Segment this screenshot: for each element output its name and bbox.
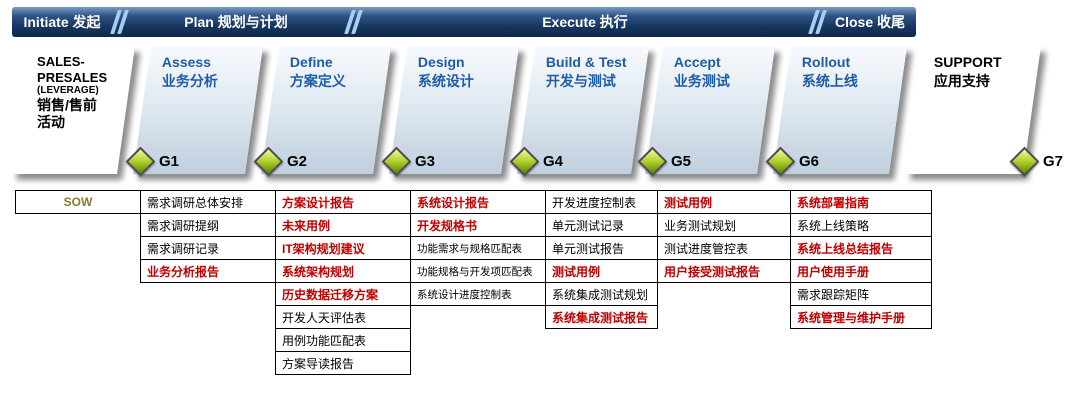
deliverable-cell: 历史数据迁移方案 [275,282,411,306]
phase-content: Assess 业务分析 [148,46,260,90]
phase-title-en: Accept [673,54,721,70]
phase-title-zh: 业务分析 [161,72,218,89]
stage-separator-icon [343,7,363,37]
deliverable-cell: 系统设计进度控制表 [410,282,546,306]
gate-diamond-icon [253,146,284,177]
deliverable-cell: 系统架构规划 [275,259,411,283]
gate-label: G2 [287,153,308,170]
stage-segment-3: Close 收尾 [834,14,905,30]
phase-title-zh: 方案定义 [289,72,346,89]
gate-g1: G1 [125,146,180,177]
gate-g7: G7 [1009,146,1064,177]
deliverable-cell: IT架构规划建议 [275,236,411,260]
deliverables-column-rollout: 系统部署指南系统上线策略系统上线总结报告用户使用手册需求跟踪矩阵系统管理与维护手… [790,190,932,329]
stage-bar: Initiate 发起 Plan 规划与计划 Execute 执行 Close 收尾 [12,7,916,37]
deliverable-cell: 系统管理与维护手册 [790,305,932,329]
deliverable-cell: 系统上线策略 [790,213,932,237]
gate-g6: G6 [765,146,820,177]
deliverable-cell: 系统集成测试报告 [545,305,658,329]
gate-label: G3 [415,153,436,170]
deliverable-cell: 功能规格与开发项匹配表 [410,259,546,283]
gate-diamond-icon [765,146,796,177]
deliverable-cell: 单元测试记录 [545,213,658,237]
deliverable-cell: 单元测试报告 [545,236,658,260]
deliverable-cell: 系统部署指南 [790,190,932,214]
phase-title-line: 活动 [37,113,66,130]
stage-segment-1: Plan 规划与计划 [184,14,288,30]
gate-label: G4 [543,153,564,170]
phase-sales-presales: SALES-PRESALES(LEVERAGE)销售/售前活动 [11,46,135,174]
phase-content: Define 方案定义 [276,46,388,90]
phase-title-zh: 业务测试 [673,72,730,89]
deliverable-cell: 方案设计报告 [275,190,411,214]
deliverables-column-sales-presales: SOW [15,190,141,214]
deliverable-cell: 需求跟踪矩阵 [790,282,932,306]
deliverable-cell: 功能需求与规格匹配表 [410,236,546,260]
deliverables-column-design: 系统设计报告开发规格书功能需求与规格匹配表功能规格与开发项匹配表系统设计进度控制… [410,190,546,306]
deliverable-cell: 未来用例 [275,213,411,237]
gate-g3: G3 [381,146,436,177]
gate-label: G6 [799,153,820,170]
gate-g5: G5 [637,146,692,177]
gate-label: G5 [671,153,692,170]
phase-content: SALES-PRESALES(LEVERAGE)销售/售前活动 [23,46,129,131]
phase-title-line: PRESALES [37,69,108,85]
deliverable-cell: 系统上线总结报告 [790,236,932,260]
phase-title-en: Build & Test [545,54,627,70]
stage-segment-0: Initiate 发起 [23,14,101,30]
deliverable-cell: 系统设计报告 [410,190,546,214]
phase-title-en: Design [417,54,465,70]
deliverable-cell: 开发规格书 [410,213,546,237]
deliverable-cell: 方案导读报告 [275,351,411,375]
deliverables-column-accept: 测试用例业务测试规划测试进度管控表用户接受测试报告 [657,190,791,283]
deliverable-cell: 开发进度控制表 [545,190,658,214]
phase-content: Rollout 系统上线 [788,46,904,90]
phase-title-zh: 系统设计 [417,72,474,89]
gate-g4: G4 [509,146,564,177]
phase-content: Design 系统设计 [404,46,516,90]
phase-title-en: SUPPORT [933,54,1002,70]
gate-diamond-icon [381,146,412,177]
deliverables-column-build-test: 开发进度控制表单元测试记录单元测试报告测试用例系统集成测试规划系统集成测试报告 [545,190,658,329]
deliverable-cell: 需求调研记录 [140,236,276,260]
deliverable-cell: 测试用例 [545,259,658,283]
gate-label: G7 [1043,153,1064,170]
phase-content: Build & Test 开发与测试 [532,46,646,90]
deliverable-cell: 用户使用手册 [790,259,932,283]
deliverable-cell: SOW [15,190,141,214]
deliverable-cell: 测试进度管控表 [657,236,791,260]
phase-content: Accept 业务测试 [660,46,772,90]
gate-g2: G2 [253,146,308,177]
deliverable-cell: 业务分析报告 [140,259,276,283]
stage-segment-2: Execute 执行 [542,14,628,30]
deliverable-cell: 用户接受测试报告 [657,259,791,283]
deliverable-cell: 用例功能匹配表 [275,328,411,352]
deliverable-cell: 系统集成测试规划 [545,282,658,306]
deliverable-cell: 开发人天评估表 [275,305,411,329]
phase-title-zh: 开发与测试 [545,72,616,89]
phase-title-en: Define [289,54,333,70]
gate-label: G1 [159,153,180,170]
deliverables-column-assess: 需求调研总体安排需求调研提纲需求调研记录业务分析报告 [140,190,276,283]
phase-title-en: Rollout [801,54,851,70]
deliverable-cell: 需求调研提纲 [140,213,276,237]
phase-title-en: Assess [161,54,211,70]
gate-diamond-icon [509,146,540,177]
phase-content: SUPPORT 应用支持 [920,46,1038,90]
phase-title-zh: 应用支持 [933,72,990,89]
phase-title-line: 销售/售前 [37,97,97,114]
phase-title-zh: 系统上线 [801,72,858,89]
stage-separator-icon [807,7,827,37]
stage-separator-icon [109,7,129,37]
gate-diamond-icon [125,146,156,177]
deliverable-cell: 测试用例 [657,190,791,214]
gate-diamond-icon [1009,146,1040,177]
gate-diamond-icon [637,146,668,177]
deliverable-cell: 业务测试规划 [657,213,791,237]
phase-title-line: (LEVERAGE) [37,85,99,97]
phase-title-line: SALES- [37,54,85,69]
deliverable-cell: 需求调研总体安排 [140,190,276,214]
